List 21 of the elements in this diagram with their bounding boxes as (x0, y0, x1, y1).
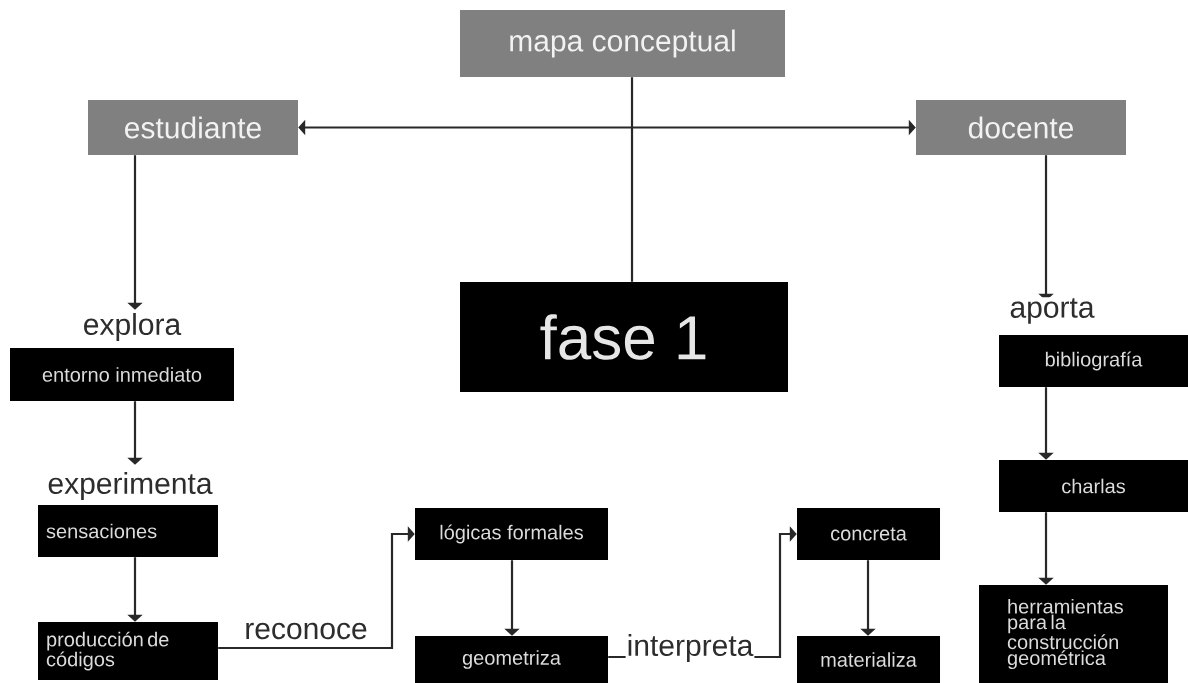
concept-box: bibliografía (999, 335, 1188, 387)
concept-box: herramientas para la construcción geométrica (979, 585, 1168, 683)
edge-label: experimenta (46, 471, 214, 501)
connector-arrow (298, 119, 916, 136)
concept-box: estudiante (88, 100, 298, 155)
concept-box: geometriza (415, 636, 608, 683)
edge-label: reconoce (243, 621, 369, 641)
concept-box: charlas (999, 460, 1188, 512)
title-box: fase 1 (460, 282, 788, 392)
concept-box: lógicas formales (415, 508, 608, 560)
concept-box: entorno inmediato (10, 348, 234, 401)
edge-label: interpreta (625, 633, 755, 663)
concept-box: mapa conceptual (460, 10, 785, 77)
concept-box: concreta (797, 508, 940, 560)
edge-label: explora (81, 312, 183, 342)
connector-arrow (218, 526, 415, 650)
concept-box: materializa (797, 636, 940, 683)
concept-box: producción de códigos (38, 622, 218, 680)
edge-label: aporta (1008, 297, 1096, 325)
concept-box: docente (916, 100, 1126, 155)
concept-box: sensaciones (38, 505, 218, 557)
